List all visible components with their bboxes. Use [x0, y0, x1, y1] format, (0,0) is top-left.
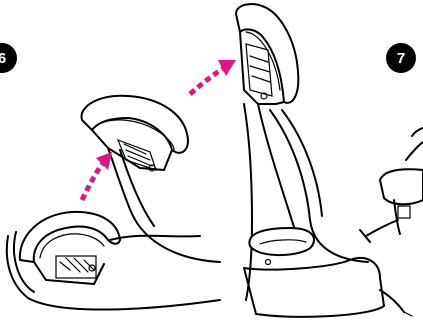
step-number-badge: 7 — [386, 43, 416, 73]
seat-low-position — [7, 212, 220, 310]
up-arrow-icon — [190, 60, 236, 94]
up-arrow-icon — [82, 152, 112, 200]
seat-mid-position — [82, 96, 220, 262]
step7-detail — [360, 128, 423, 242]
seat-high-position — [236, 4, 412, 317]
belt-guide-high — [246, 44, 272, 99]
belt-guide-low — [56, 256, 96, 278]
